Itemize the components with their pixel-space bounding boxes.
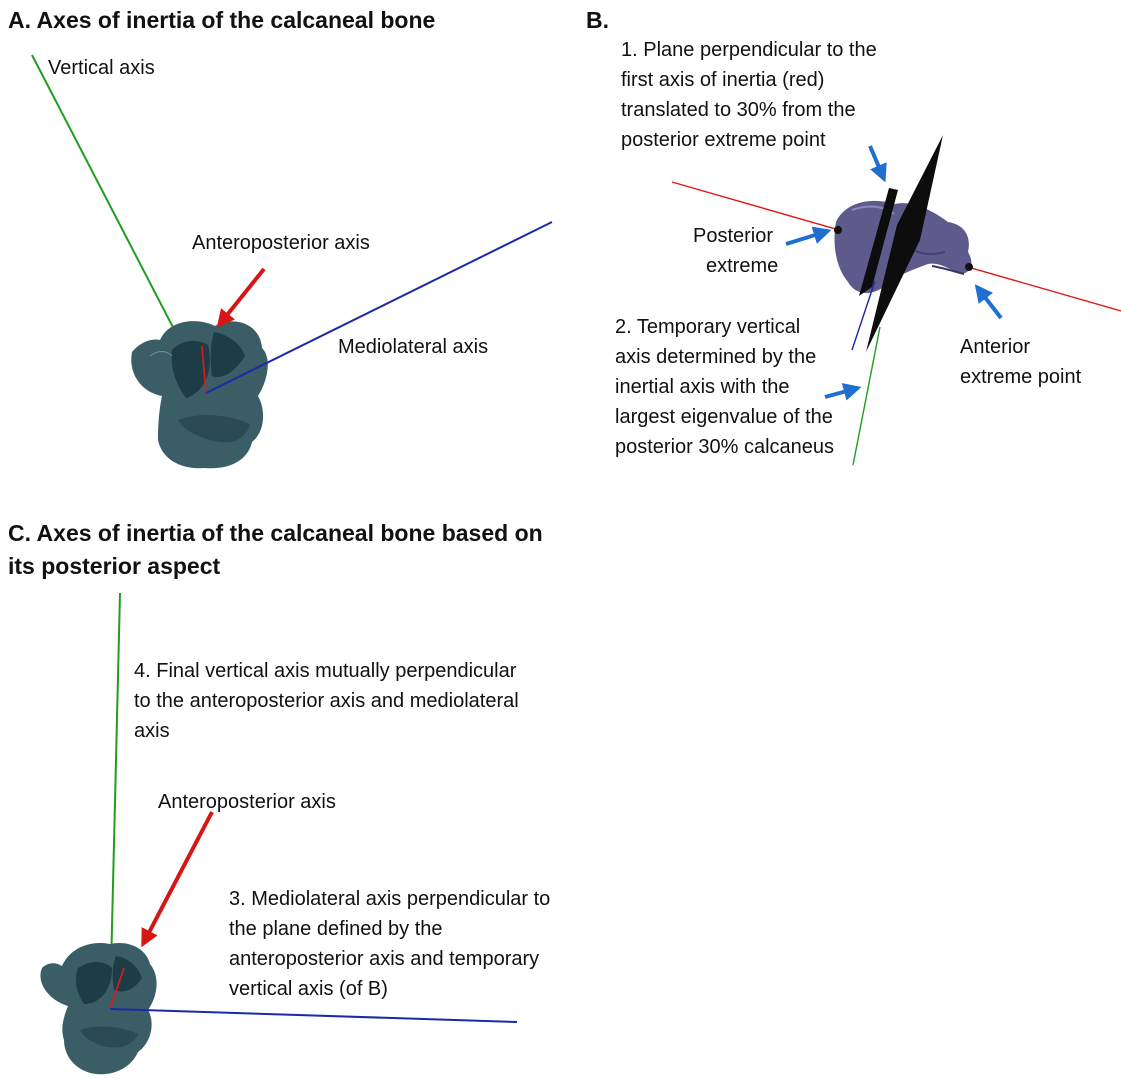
anteroposterior-axis-label-a: Anteroposterior axis [192,232,370,254]
mediolateral-axis-line-a [205,221,553,394]
anterior-extreme-line: extreme point [960,366,1082,388]
anterior-extreme-line: Anterior [960,336,1031,358]
anteroposterior-pointer-arrow-a [216,267,266,328]
anteroposterior-axis-label-c: Anteroposterior axis [158,791,336,813]
plane-pointer-arrow [868,145,887,183]
panel-a-title: A. Axes of inertia of the calcaneal bone [8,7,436,33]
final-vertical-axis-note: 4. Final vertical axis mutually perpendi… [134,656,519,746]
temporary-axis-note-line: posterior 30% calcaneus [615,436,835,458]
cutting-planes [859,135,943,352]
anteroposterior-axis-line-c [109,967,125,1010]
anteroposterior-axis-line-a [201,345,207,394]
anteroposterior-pointer-arrow-c [141,811,214,948]
panel-c [40,592,518,1075]
temporary-axis-note-line: axis determined by the [615,346,817,368]
mediolateral-note-line: 3. Mediolateral axis perpendicular to [229,888,551,910]
posterior-extreme-label: Posterior extreme [693,221,778,281]
panel-c-title-line: its posterior aspect [8,553,221,579]
posterior-extreme-line: extreme [706,255,779,277]
anterior-extreme-point-marker [965,263,973,271]
plane-note-line: 1. Plane perpendicular to the [621,39,877,61]
anterior-extreme-label: Anterior extreme point [960,332,1081,392]
final-vertical-note-line: to the anteroposterior axis and mediolat… [134,690,519,712]
calcaneus-bone-c [40,942,157,1075]
temporary-axis-note-line: 2. Temporary vertical [615,316,801,338]
plane-note: 1. Plane perpendicular to the first axis… [621,35,877,155]
final-vertical-note-line: 4. Final vertical axis mutually perpendi… [134,660,517,682]
anterior-pointer-arrow [974,284,1003,320]
temporary-axis-note: 2. Temporary vertical axis determined by… [615,312,834,462]
panel-a [31,54,553,469]
posterior-pointer-arrow [785,226,832,246]
plane-note-line: translated to 30% from the [621,99,856,121]
mediolateral-axis-note: 3. Mediolateral axis perpendicular to th… [229,884,550,1004]
temporary-mediolateral-line-b [851,280,876,351]
plane-note-line: first axis of inertia (red) [621,69,825,91]
final-vertical-axis-line [109,592,121,1011]
calcaneus-bone-a [131,321,268,469]
panel-c-title-line: C. Axes of inertia of the calcaneal bone… [8,520,543,546]
mediolateral-axis-label: Mediolateral axis [338,336,489,358]
final-vertical-note-line: axis [134,720,170,742]
posterior-extreme-line: Posterior [693,225,774,247]
mediolateral-note-line: anteroposterior axis and temporary [229,948,540,970]
panel-b [671,135,1121,466]
mediolateral-note-line: the plane defined by the [229,918,443,940]
panel-b-title: B. [586,7,609,33]
vertical-axis-label: Vertical axis [48,57,155,79]
temporary-vertical-axis-line [852,326,881,466]
panel-c-title: C. Axes of inertia of the calcaneal bone… [8,517,543,583]
mediolateral-note-line: vertical axis (of B) [229,978,388,1000]
posterior-extreme-point-marker [834,226,842,234]
plane-note-line: posterior extreme point [621,129,826,151]
mediolateral-axis-line-c [109,1008,518,1023]
temporary-axis-note-line: inertial axis with the [615,376,790,398]
temporary-axis-pointer-arrow [824,383,862,401]
temporary-axis-note-line: largest eigenvalue of the [615,406,833,428]
